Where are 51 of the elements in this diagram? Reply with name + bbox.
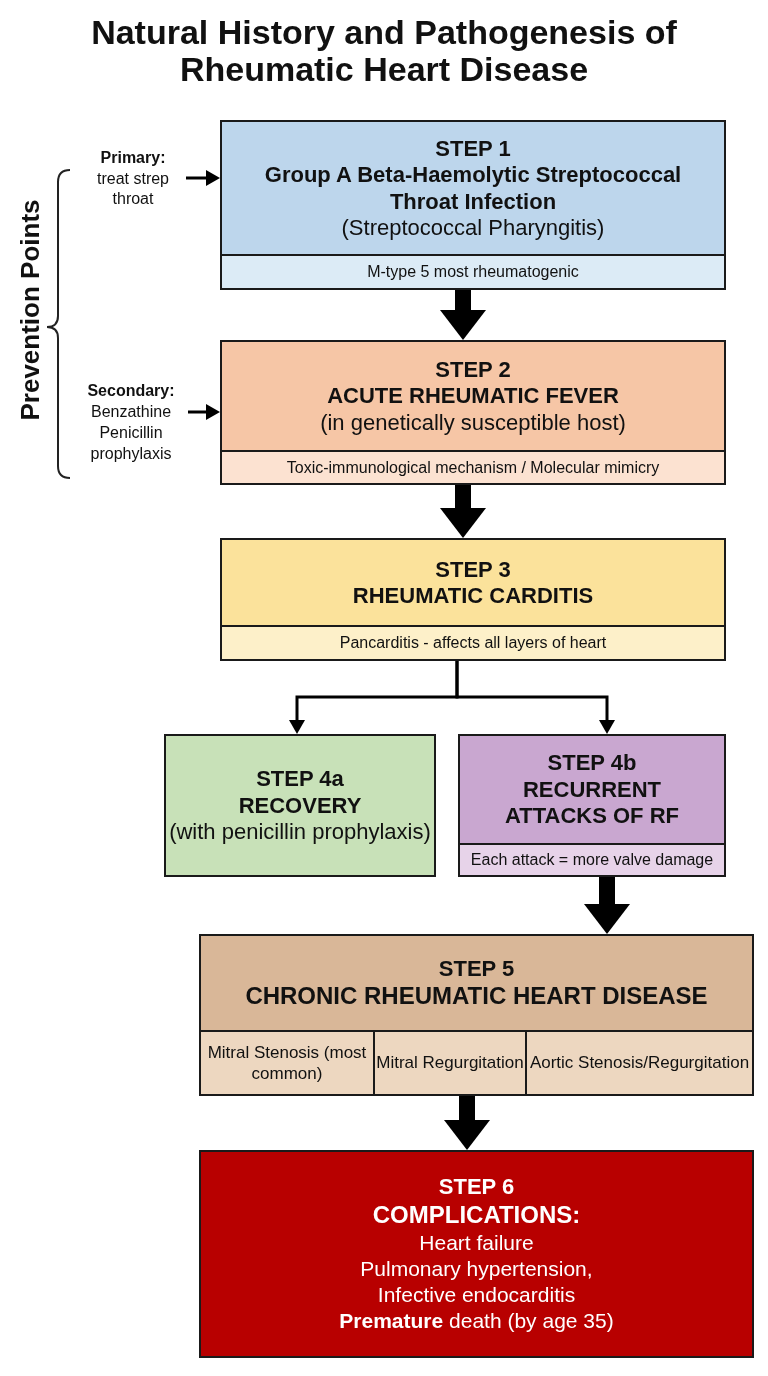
table-cell — [525, 1030, 754, 1096]
complication-item: Pulmonary hypertension, — [360, 1255, 593, 1282]
prevention-label: Prevention Points — [14, 199, 46, 421]
step-box — [199, 1150, 754, 1358]
arrow — [188, 404, 220, 420]
step-box — [220, 120, 726, 290]
table-cell — [199, 1030, 375, 1096]
step-title: RHEUMATIC CARDITIS — [352, 583, 594, 610]
step-label: STEP 5 — [438, 954, 515, 983]
step-box — [220, 538, 726, 661]
note-band: Toxic-immunological mechanism / Molecular mimicry — [222, 450, 724, 483]
block-arrow — [440, 290, 486, 340]
block-arrow — [440, 485, 486, 538]
complication-item: Heart failure — [419, 1229, 534, 1256]
arrow — [455, 661, 615, 734]
note-band: Each attack = more valve damage — [460, 843, 724, 875]
step-label: STEP 4b — [547, 749, 637, 777]
table-cell-text: Aortic Stenosis/Regurgitation — [529, 1052, 750, 1074]
step-title: ACUTE RHEUMATIC FEVER — [327, 383, 619, 410]
table-cell — [373, 1030, 527, 1096]
step-box — [199, 934, 754, 1096]
arrow — [186, 170, 220, 186]
step-title: RECOVERY — [238, 792, 362, 820]
prevention-heading: Secondary: — [87, 381, 175, 402]
table-cell-text: Mitral Stenosis (most common) — [206, 1041, 368, 1085]
note-band: M-type 5 most rheumatogenic — [222, 254, 724, 288]
complication-item: Infective endocarditis — [377, 1282, 576, 1309]
step-label: STEP 6 — [438, 1173, 515, 1201]
step-title: RECURRENT ATTACKS OF RF — [504, 776, 680, 830]
step-subtitle: (Streptococcal Pharyngitis) — [341, 214, 605, 242]
note-band: Pancarditis - affects all layers of heart — [222, 625, 724, 659]
step-title: COMPLICATIONS: — [372, 1200, 581, 1230]
step-box — [220, 340, 726, 485]
prevention-note: treat strep throat — [96, 168, 170, 210]
step-label: STEP 2 — [435, 355, 511, 384]
step-title: Group A Beta-Haemolytic Streptococcal Throat Infection — [263, 162, 683, 215]
table-cell-text: Mitral Regurgitation — [376, 1052, 524, 1074]
step-label: STEP 4a — [256, 765, 344, 793]
step-box — [458, 734, 726, 877]
step-label: STEP 1 — [435, 134, 511, 163]
block-arrow — [584, 877, 630, 934]
diagram-title: Natural History and Pathogenesis of Rheumatic Heart Disease — [90, 14, 678, 88]
step-label: STEP 3 — [435, 555, 511, 584]
step-title: CHRONIC RHEUMATIC HEART DISEASE — [245, 982, 708, 1012]
block-arrow — [444, 1096, 490, 1150]
step-subtitle: (with penicillin prophylaxis) — [169, 819, 431, 846]
prevention-heading: Primary: — [100, 147, 166, 168]
step-subtitle: (in genetically susceptible host) — [320, 409, 626, 437]
prevention-note: Benzathine Penicillin prophylaxis — [89, 402, 173, 464]
complication-item: Premature death (by age 35) — [339, 1308, 614, 1335]
step-box — [164, 734, 436, 877]
